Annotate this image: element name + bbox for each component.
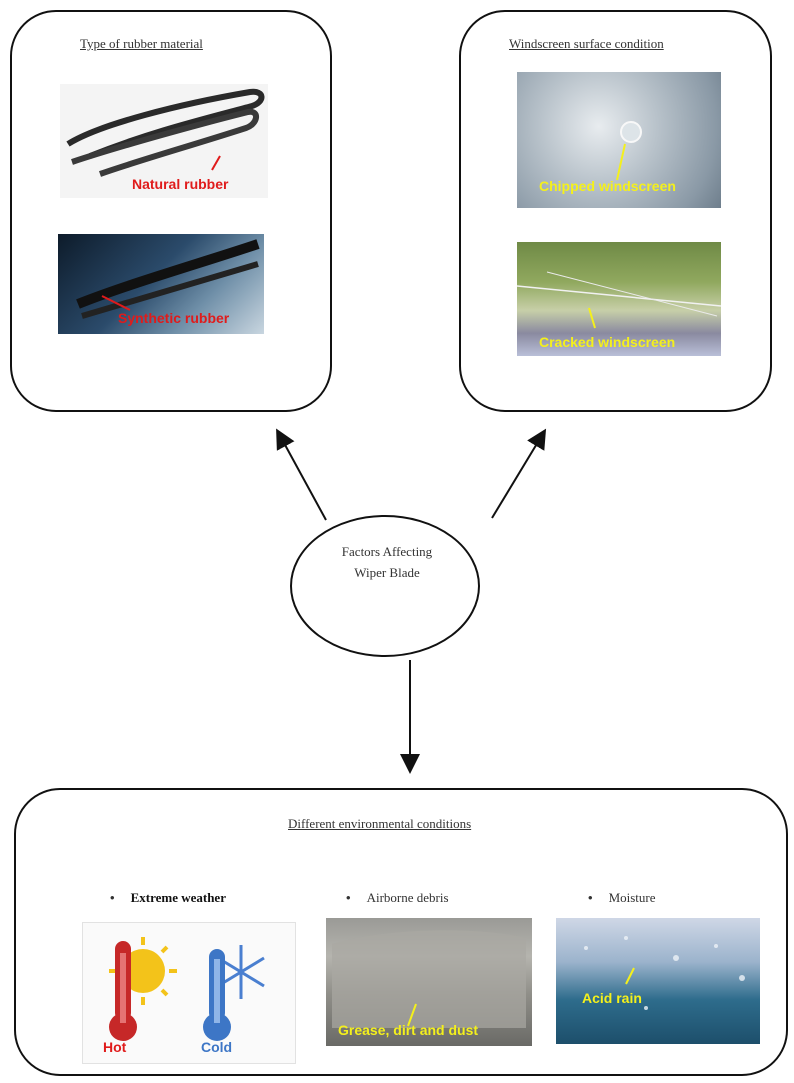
windscreen-condition-box: Windscreen surface condition Chipped win… <box>459 10 772 412</box>
airborne-debris-image: Grease, dirt and dust <box>326 918 532 1046</box>
rubber-material-box: Type of rubber material Natural rubber S… <box>10 10 332 412</box>
center-label: Factors Affecting Wiper Blade <box>292 541 482 583</box>
bullet-moisture: •Moisture <box>588 890 656 905</box>
environment-box: Different environmental conditions •Extr… <box>14 788 788 1076</box>
airborne-debris-caption: Grease, dirt and dust <box>338 1022 479 1038</box>
airborne-debris-label: Airborne debris <box>366 890 449 905</box>
center-ellipse <box>290 515 480 657</box>
environment-title: Different environmental conditions <box>288 816 472 831</box>
synthetic-rubber-caption: Synthetic rubber <box>118 310 230 326</box>
snowflake-icon <box>217 945 265 999</box>
cold-thermometer-icon <box>203 949 231 1041</box>
center-label-line2: Wiper Blade <box>354 565 420 580</box>
chipped-windscreen-photo: Chipped windscreen <box>517 72 721 208</box>
moisture-image: Acid rain <box>556 918 760 1044</box>
arrow-to-rubber <box>276 428 327 521</box>
synthetic-rubber-photo: Synthetic rubber <box>58 234 264 334</box>
bullet-airborne-debris: •Airborne debris <box>346 890 449 905</box>
bullet-extreme-weather: •Extreme weather <box>110 890 226 905</box>
rubber-title: Type of rubber material <box>80 36 203 51</box>
chipped-windscreen-caption: Chipped windscreen <box>539 178 676 194</box>
extreme-weather-image: Hot Cold <box>82 922 296 1064</box>
arrow-to-windscreen <box>491 428 547 519</box>
hot-caption: Hot <box>103 1039 127 1055</box>
windscreen-title: Windscreen surface condition <box>509 36 664 51</box>
cracked-windscreen-photo: Cracked windscreen <box>517 242 721 356</box>
hot-thermometer-icon <box>109 941 137 1041</box>
center-label-line1: Factors Affecting <box>341 544 433 559</box>
cracked-windscreen-caption: Cracked windscreen <box>539 334 676 350</box>
cold-caption: Cold <box>201 1039 233 1055</box>
moisture-caption: Acid rain <box>582 990 642 1006</box>
natural-rubber-caption: Natural rubber <box>132 176 229 192</box>
natural-rubber-photo: Natural rubber <box>60 84 268 198</box>
moisture-label: Moisture <box>608 890 656 905</box>
extreme-weather-label: Extreme weather <box>130 890 226 905</box>
